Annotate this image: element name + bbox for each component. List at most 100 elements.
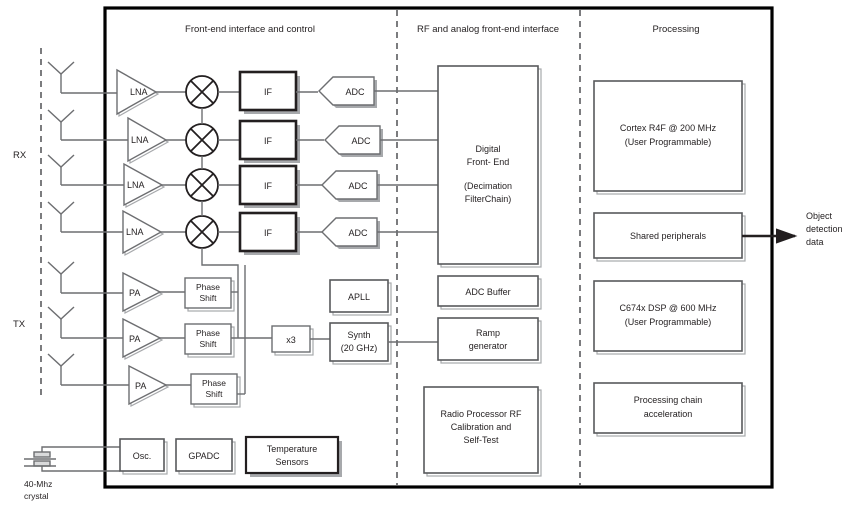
apll [329, 279, 389, 313]
radio-processor-line1: Radio Processor RF [440, 409, 522, 419]
lna-1-label: LNA [130, 87, 148, 97]
lna-2-label: LNA [131, 135, 149, 145]
phase-shift-3-label-line2: Shift [205, 389, 223, 399]
processing-chain-acceleration-line2: acceleration [644, 409, 693, 419]
wire-crystal-osc [41, 446, 120, 472]
adc-buffer [437, 275, 539, 307]
radio-processor-line2: Calibration and [451, 422, 512, 432]
phase-shift-1-label-line1: Phase [196, 282, 220, 292]
rx-antenna-4 [47, 201, 124, 233]
rx-antenna-2 [47, 109, 129, 141]
column-header-processing: Processing [653, 24, 700, 35]
temperature-sensors [244, 435, 340, 475]
tx-antenna-1 [47, 261, 123, 294]
adc-4-label: ADC [348, 228, 368, 238]
pa-1-label: PA [129, 288, 140, 298]
phase-shift-2-label-line1: Phase [196, 328, 220, 338]
digital-front-end-line4: (Decimation [464, 181, 512, 191]
if-1-label: IF [264, 87, 273, 97]
pa-1 [122, 271, 162, 313]
cortex-r4f [593, 80, 743, 192]
gpadc [175, 438, 233, 472]
digital-front-end-line5: FilterChain) [465, 194, 512, 204]
adc-2-label: ADC [351, 136, 371, 146]
object-detection-line1: Object [806, 211, 833, 221]
ramp-generator [437, 317, 539, 361]
if-3 [238, 164, 298, 206]
crystal-label-line1: 40-Mhz [24, 479, 52, 489]
adc-4 [321, 217, 378, 247]
processing-chain-acceleration-line1: Processing chain [634, 395, 703, 405]
lna-2 [127, 116, 168, 163]
lo-distribution-net [201, 108, 239, 338]
multiplier-x3-label: x3 [286, 335, 296, 345]
phase-shift-1 [184, 277, 232, 309]
adc-2 [324, 125, 381, 155]
if-2-label: IF [264, 136, 273, 146]
ramp-generator-line2: generator [469, 341, 508, 351]
phase-shift-2 [184, 323, 232, 355]
pa-2-label: PA [129, 334, 140, 344]
digital-front-end [437, 65, 539, 265]
if-2 [238, 119, 298, 161]
object-detection-line2: detection [806, 224, 843, 234]
adc-3-label: ADC [348, 181, 368, 191]
mixer-2 [185, 123, 219, 157]
tx-antenna-3 [47, 353, 129, 386]
phase-shift-3-label-line1: Phase [202, 378, 226, 388]
c674x-dsp-line2: (User Programmable) [625, 317, 712, 327]
adc-buffer-label: ADC Buffer [465, 287, 510, 297]
lna-3-label: LNA [127, 180, 145, 190]
mixer-4 [185, 215, 219, 249]
ramp-generator-line1: Ramp [476, 328, 500, 338]
phase-shift-3 [190, 373, 238, 405]
column-header-frontend: Front-end interface and control [185, 24, 315, 35]
c674x-dsp [593, 280, 743, 352]
apll-label: APLL [348, 292, 370, 302]
column-header-rf: RF and analog front-end interface [417, 24, 559, 35]
lna-1 [116, 68, 158, 116]
synth-label-line2: (20 GHz) [341, 343, 378, 353]
adc-3 [321, 170, 378, 200]
gpadc-label: GPADC [188, 451, 220, 461]
digital-front-end-line1: Digital [475, 144, 500, 154]
mixer-3 [185, 168, 219, 202]
if-3-label: IF [264, 181, 273, 191]
pa-3 [128, 364, 168, 406]
lna-4-label: LNA [126, 227, 144, 237]
digital-front-end-line2: Front- End [467, 157, 510, 167]
processing-chain-acceleration [593, 382, 743, 434]
shared-peripherals-label: Shared peripherals [630, 231, 707, 241]
rx-label: RX [13, 150, 27, 161]
adc-1 [318, 76, 375, 106]
oscillator [119, 438, 165, 472]
phase-shift-2-label-line2: Shift [199, 339, 217, 349]
if-4-label: IF [264, 228, 273, 238]
rx-antenna-1 [47, 61, 118, 94]
if-4 [238, 211, 298, 253]
crystal-symbol [24, 451, 56, 467]
cortex-r4f-line2: (User Programmable) [625, 137, 712, 147]
shared-peripherals [593, 212, 743, 259]
soc-outer-frame [103, 6, 774, 489]
radio-processor [423, 386, 539, 474]
phase-shift-1-label-line2: Shift [199, 293, 217, 303]
tx-label: TX [13, 319, 26, 330]
mixer-1 [185, 75, 219, 109]
rx-antenna-3 [47, 154, 125, 186]
crystal-label-line2: crystal [24, 491, 49, 501]
synth-label-line1: Synth [347, 330, 370, 340]
lna-4 [122, 209, 163, 255]
lna-3 [123, 162, 164, 207]
oscillator-label: Osc. [133, 451, 152, 461]
if-1 [238, 70, 298, 112]
pa-2 [122, 317, 162, 359]
temperature-sensors-line2: Sensors [275, 457, 309, 467]
cortex-r4f-line1: Cortex R4F @ 200 MHz [620, 123, 717, 133]
tx-antenna-2 [47, 306, 123, 339]
object-detection-line3: data [806, 237, 824, 247]
synth [329, 322, 389, 362]
c674x-dsp-line1: C674x DSP @ 600 MHz [619, 303, 717, 313]
